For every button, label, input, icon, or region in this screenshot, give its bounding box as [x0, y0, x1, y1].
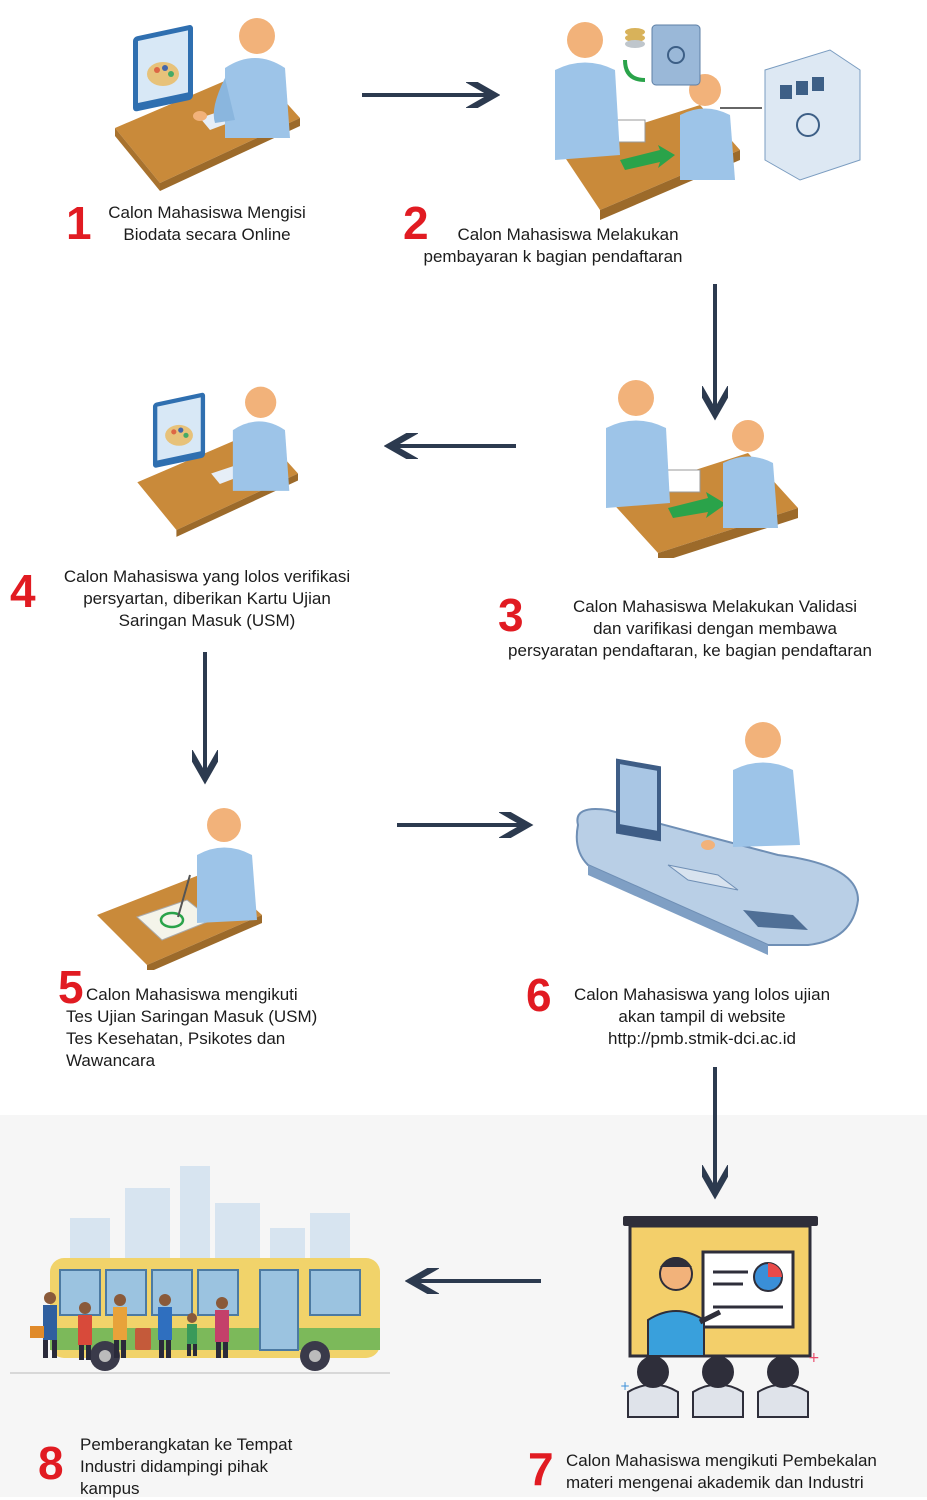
step2-number: 2: [403, 197, 429, 249]
step3-caption: Calon Mahasiswa Melakukan Validasi dan v…: [480, 596, 900, 662]
step4-number: 4: [10, 565, 36, 617]
step1-caption-line: Calon Mahasiswa Mengisi: [108, 203, 306, 222]
step1-number: 1: [66, 197, 92, 249]
step7-illustration: + +: [620, 1216, 820, 1418]
step3-caption-line: dan varifikasi dengan membawa: [593, 619, 837, 638]
step8-illustration: [10, 1166, 390, 1374]
step5-illustration: [97, 808, 262, 970]
step2-caption: Calon Mahasiswa Melakukan pembayaran k b…: [408, 224, 698, 268]
arrow-step6-to-step7: [702, 1067, 728, 1201]
svg-text:+: +: [808, 1350, 820, 1366]
step4-caption-line: Saringan Masuk (USM): [118, 611, 296, 630]
step7-caption-line: materi mengenai akademik dan Industri: [566, 1473, 864, 1492]
step8-number: 8: [38, 1437, 64, 1489]
step6-caption-line: Calon Mahasiswa yang lolos ujian: [573, 985, 831, 1004]
step5-number: 5: [58, 961, 84, 1013]
step6-number: 6: [526, 969, 552, 1021]
step3-illustration: [606, 380, 798, 558]
step7-caption: Calon Mahasiswa mengikuti Pembekalan mat…: [566, 1450, 926, 1494]
step5-caption: Calon Mahasiswa mengikuti Tes Ujian Sari…: [66, 984, 386, 1072]
step8-caption-line: Pemberangkatan ke Tempat: [80, 1435, 293, 1454]
arrow-step3-to-step4: [384, 433, 516, 459]
step6-caption: Calon Mahasiswa yang lolos ujian akan ta…: [552, 984, 852, 1050]
step5-caption-line: Calon Mahasiswa mengikuti: [86, 985, 298, 1004]
step1-illustration: [115, 18, 300, 191]
step8-caption-line: kampus: [80, 1479, 140, 1498]
step5-caption-line: Tes Kesehatan, Psikotes dan: [66, 1029, 286, 1048]
arrow-step7-to-step8: [405, 1268, 541, 1294]
step4-caption-line: Calon Mahasiswa yang lolos verifikasi: [63, 567, 351, 586]
step7-caption-line: Calon Mahasiswa mengikuti Pembekalan: [566, 1451, 877, 1470]
step4-caption-line: persyartan, diberikan Kartu Ujian: [83, 589, 331, 608]
arrow-step2-to-step3: [702, 284, 728, 422]
step8-caption-line: Industri didampingi pihak: [80, 1457, 269, 1476]
svg-text:+: +: [620, 1379, 630, 1393]
arrow-step4-to-step5: [192, 652, 218, 786]
step6-illustration: [575, 722, 860, 955]
step7-number: 7: [528, 1443, 554, 1495]
step2-caption-line: pembayaran k bagian pendaftaran: [423, 247, 683, 266]
step3-caption-line: persyaratan pendaftaran, ke bagian penda…: [508, 641, 872, 660]
step4-illustration: [137, 386, 298, 537]
step6-caption-line: akan tampil di website: [618, 1007, 786, 1026]
step5-caption-line: Tes Ujian Saringan Masuk (USM): [66, 1007, 318, 1026]
step3-number: 3: [498, 589, 524, 641]
step3-caption-line: Calon Mahasiswa Melakukan Validasi: [572, 597, 858, 616]
arrow-step5-to-step6: [397, 812, 535, 838]
step6-caption-line: http://pmb.stmik-dci.ac.id: [607, 1029, 796, 1048]
step2-illustration: [555, 22, 861, 220]
step8-caption: Pemberangkatan ke Tempat Industri didamp…: [80, 1434, 370, 1500]
step1-caption-line: Biodata secara Online: [123, 225, 291, 244]
step2-caption-line: Calon Mahasiswa Melakukan: [457, 225, 679, 244]
step1-caption: Calon Mahasiswa Mengisi Biodata secara O…: [92, 202, 322, 246]
step4-caption: Calon Mahasiswa yang lolos verifikasi pe…: [42, 566, 372, 632]
step5-caption-line: Wawancara: [66, 1051, 156, 1070]
arrow-step1-to-step2: [362, 82, 500, 108]
